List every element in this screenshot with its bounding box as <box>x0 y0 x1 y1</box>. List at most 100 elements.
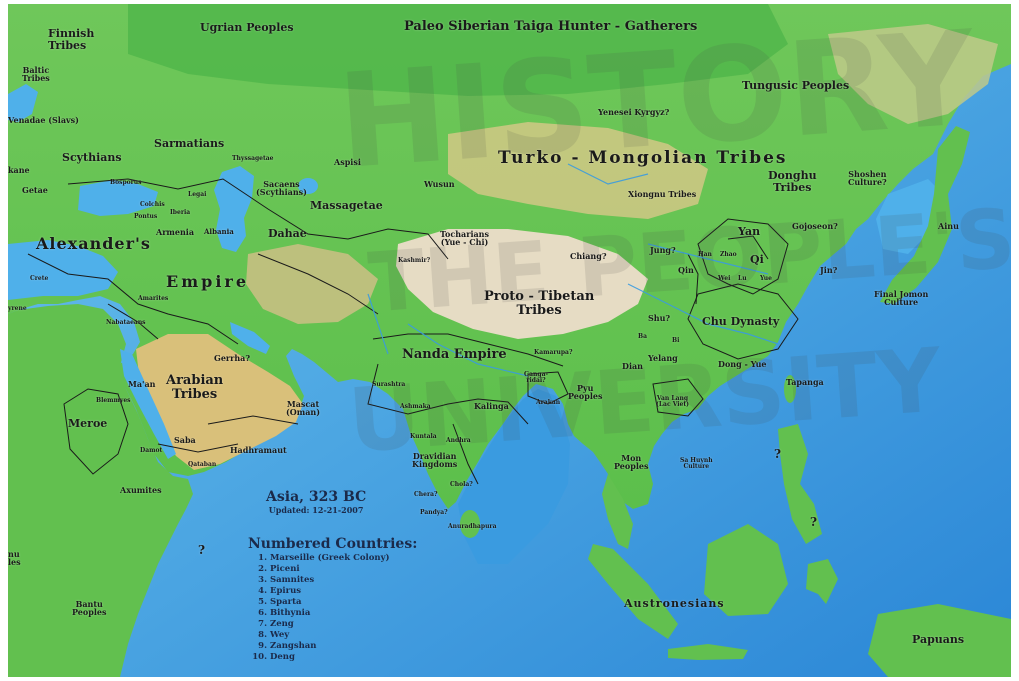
legend-item: Samnites <box>270 575 417 586</box>
label-dian: Dian <box>622 361 643 371</box>
legend-item: Marseille (Greek Colony) <box>270 553 417 564</box>
legend-item: Sparta <box>270 597 417 608</box>
label-empire: Empire <box>166 272 249 291</box>
label-proto-tibetan: Proto - Tibetan Tribes <box>484 289 595 318</box>
label-shu: Shu? <box>648 313 671 323</box>
label-yelang: Yelang <box>648 353 678 363</box>
africa-landmass <box>8 304 193 677</box>
sulawesi <box>806 559 838 604</box>
label-ganga: Ganga- ridai? <box>524 371 548 385</box>
label-meroe: Meroe <box>68 417 108 430</box>
label-tocharians: Tocharians (Yue - Chi) <box>440 229 489 248</box>
label-van-lang: Van Lang (Lac Viet) <box>656 395 689 409</box>
rivers <box>367 163 779 377</box>
label-pandya: Pandya? <box>420 509 448 516</box>
label-tapanga: Tapanga <box>786 377 824 387</box>
java <box>668 644 748 660</box>
japan <box>880 126 970 304</box>
label-austronesians: Austronesians <box>624 597 725 610</box>
label-ashmaka: Ashmaka <box>400 403 431 410</box>
label-pontus: Pontus <box>134 213 158 220</box>
label-crete: Crete <box>30 275 49 282</box>
legend-item: Deng <box>270 652 417 663</box>
label-zhao: Zhao <box>720 251 737 258</box>
label-bantu: Bantu Peoples <box>72 599 107 618</box>
label-baltic-tribes: Baltic Tribes <box>22 65 50 84</box>
historical-map: HISTORY THE PEOPLE'S UNIVERSITY Paleo Si… <box>8 4 1011 677</box>
label-yue: Yue <box>760 275 772 282</box>
aral-sea <box>298 178 318 194</box>
label-unknown-africa: ? <box>198 543 206 557</box>
label-gerrha: Gerrha? <box>214 353 251 363</box>
label-axumites: Axumites <box>120 485 162 495</box>
label-dong-yue: Dong - Yue <box>718 359 767 369</box>
label-wusun: Wusun <box>424 179 455 189</box>
label-qi: Qi <box>750 253 764 266</box>
legend-item: Epirus <box>270 586 417 597</box>
label-damot: Damot <box>140 447 163 454</box>
label-chera: Chera? <box>414 491 438 498</box>
label-qataban: Qataban <box>188 461 217 468</box>
territorial-borders <box>27 178 799 485</box>
label-jin: Jin? <box>820 265 838 275</box>
label-kuntala: Kuntala <box>410 433 437 440</box>
label-kashmir: Kashmir? <box>398 257 431 264</box>
label-lu: Lu <box>738 275 747 282</box>
label-xiongnu: Xiongnu Tribes <box>628 189 697 199</box>
new-guinea <box>868 604 1011 677</box>
label-qin: Qin <box>678 265 694 275</box>
red-sea <box>120 349 176 459</box>
caspian-sea <box>214 166 254 252</box>
label-paleo-siberian: Paleo Siberian Taiga Hunter - Gatherers <box>404 19 698 34</box>
label-iberia: Iberia <box>170 209 191 216</box>
label-andhra: Andhra <box>446 437 471 444</box>
legend-item: Zangshan <box>270 641 417 652</box>
label-cyrene: yrene <box>8 305 27 312</box>
label-nu-les: nu les <box>8 549 21 568</box>
label-ainu: Ainu <box>938 221 959 231</box>
label-chola: Chola? <box>450 481 473 488</box>
northeast-highlands <box>828 24 998 124</box>
malay-peninsula <box>602 474 633 549</box>
label-finnish-tribes: Finnish Tribes <box>48 27 95 52</box>
arabia-landmass <box>136 334 303 470</box>
label-arabian-tribes: Arabian Tribes <box>166 373 224 402</box>
label-yan: Yan <box>738 225 761 238</box>
label-venadae: Venadae (Slavs) <box>8 115 79 125</box>
label-kalinga: Kalinga <box>474 401 509 411</box>
label-unknown-philippines-north: ? <box>774 447 782 461</box>
label-kane: kane <box>8 165 30 175</box>
sea-of-japan <box>876 179 948 254</box>
label-shoshen: Shoshen Culture? <box>848 169 887 188</box>
label-dravidian: Dravidian Kingdoms <box>412 451 458 470</box>
label-yenesei: Yenesei Kyrgyz? <box>598 107 670 117</box>
label-bosporus: Bosporus <box>110 179 142 186</box>
label-mon: Mon Peoples <box>614 453 649 472</box>
legend-title: Numbered Countries: <box>248 536 418 552</box>
label-chiang: Chiang? <box>570 251 607 261</box>
taiwan <box>784 375 796 403</box>
label-maan: Ma'an <box>128 379 156 389</box>
borneo <box>704 524 788 616</box>
siberian-forest <box>128 4 788 96</box>
label-han: Han <box>698 251 712 258</box>
legend-list: Marseille (Greek Colony) Piceni Samnites… <box>248 553 417 663</box>
label-sacaens: Sacaens (Scythians) <box>256 179 307 198</box>
label-getae: Getae <box>22 185 48 195</box>
mediterranean-sea <box>8 240 118 300</box>
map-canvas <box>8 4 1011 677</box>
label-blemmyes: Blemmyes <box>96 397 131 404</box>
legend-item: Zeng <box>270 619 417 630</box>
tibetan-plateau <box>396 229 648 339</box>
label-albania: Albania <box>204 227 234 236</box>
sri-lanka <box>460 510 480 538</box>
iranian-plateau <box>246 244 378 324</box>
label-nabataeans: Nabataeans <box>106 319 146 326</box>
label-nanda-empire: Nanda Empire <box>402 347 507 362</box>
label-colchis: Colchis <box>140 201 165 208</box>
map-title-block: Asia, 323 BC Updated: 12-21-2007 <box>266 489 366 515</box>
label-jung: Jung? <box>650 245 676 255</box>
philippines <box>778 424 822 544</box>
label-surashtra: Surashtra <box>372 381 406 388</box>
label-pyu: Pyu Peoples <box>568 383 603 402</box>
